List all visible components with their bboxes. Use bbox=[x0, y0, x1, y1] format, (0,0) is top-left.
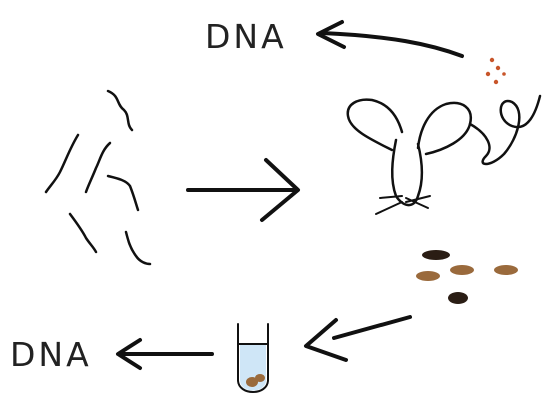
bottom-dna-arrow bbox=[118, 340, 212, 368]
top-dna-label: DNA bbox=[205, 17, 287, 56]
top-dna-arrow bbox=[318, 22, 462, 56]
mouse-icon bbox=[348, 58, 540, 214]
middle-arrow bbox=[188, 160, 298, 220]
bottom-dna-label: DNA bbox=[10, 335, 92, 374]
droppings-arrow bbox=[306, 317, 410, 360]
sample-tube bbox=[238, 324, 268, 392]
droppings-cluster bbox=[416, 250, 518, 304]
worm-cluster bbox=[46, 91, 150, 264]
